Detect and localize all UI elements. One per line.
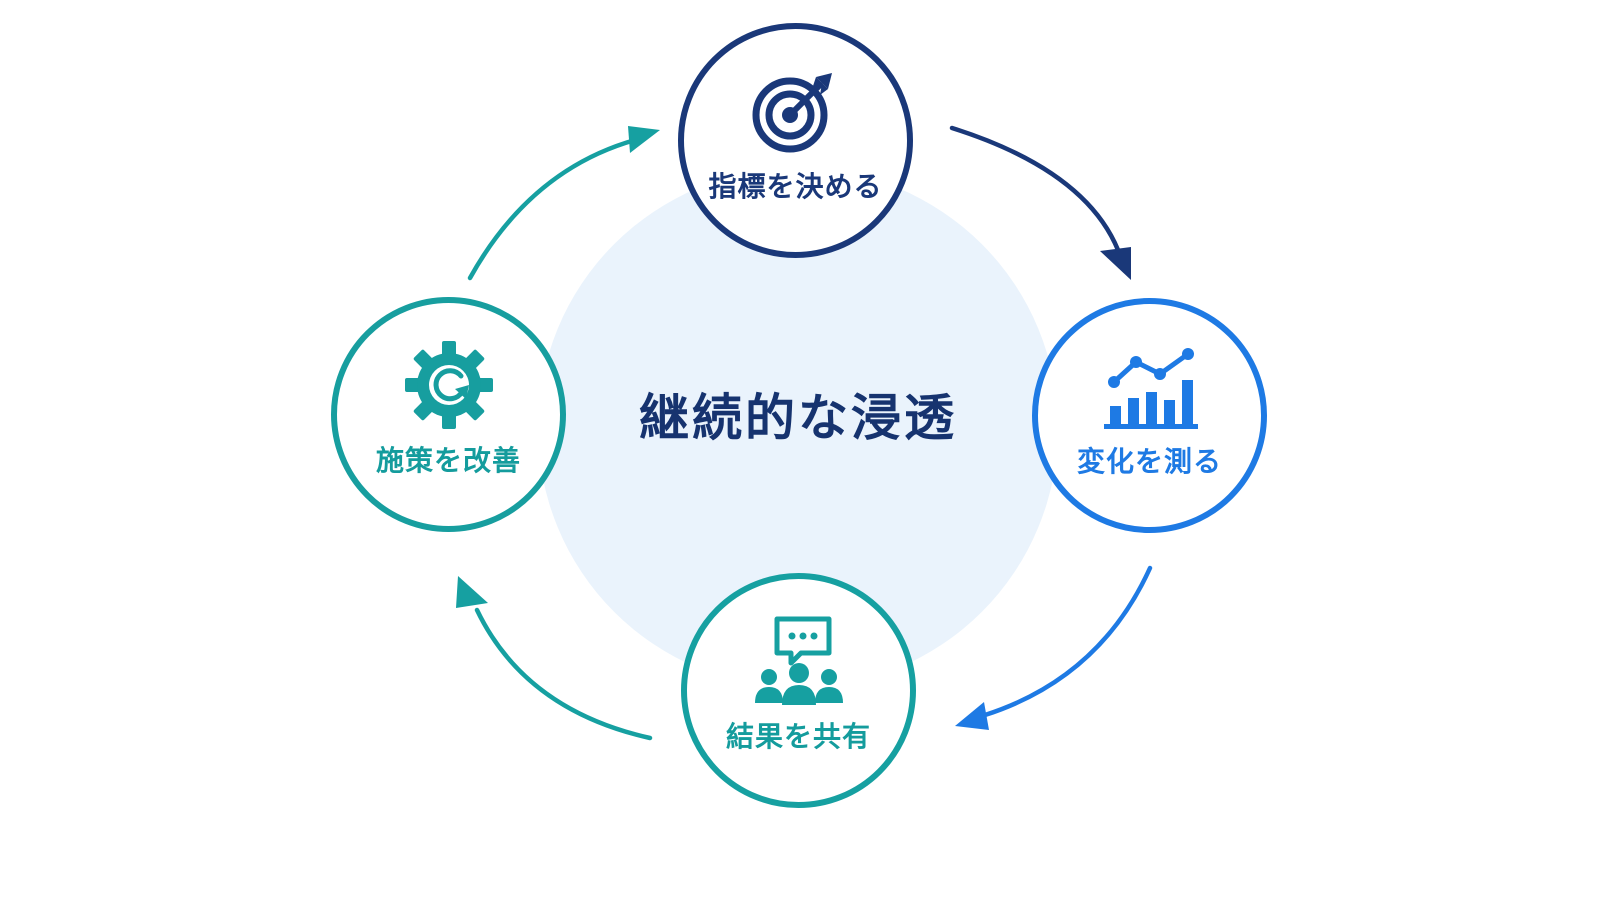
target-icon bbox=[752, 73, 832, 153]
step-share-results: 結果を共有 bbox=[681, 573, 916, 808]
step-improve-measures: 施策を改善 bbox=[331, 297, 566, 532]
gear-refresh-icon bbox=[404, 341, 493, 429]
arrowhead-right-to-bottom bbox=[955, 702, 989, 730]
chart-icon bbox=[1103, 348, 1198, 429]
arrow-left-to-top bbox=[467, 137, 638, 281]
arrowhead-bottom-to-left bbox=[456, 576, 488, 608]
arrow-bottom-to-left bbox=[474, 607, 653, 741]
arrow-right-to-bottom bbox=[982, 565, 1153, 718]
center-title: 継続的な浸透 bbox=[639, 389, 957, 447]
step-measure-change: 変化を測る bbox=[1032, 298, 1267, 533]
arrowhead-left-to-top bbox=[628, 126, 660, 153]
step-label: 変化を測る bbox=[1076, 445, 1222, 478]
step-label: 結果を共有 bbox=[725, 720, 871, 753]
arrow-top-to-right bbox=[949, 125, 1121, 253]
step-label: 施策を改善 bbox=[375, 444, 521, 477]
arrowhead-top-to-right bbox=[1100, 247, 1131, 280]
step-label: 指標を決める bbox=[708, 170, 883, 203]
people-chat-icon bbox=[754, 616, 843, 705]
step-define-metrics: 指標を決める bbox=[678, 23, 913, 258]
